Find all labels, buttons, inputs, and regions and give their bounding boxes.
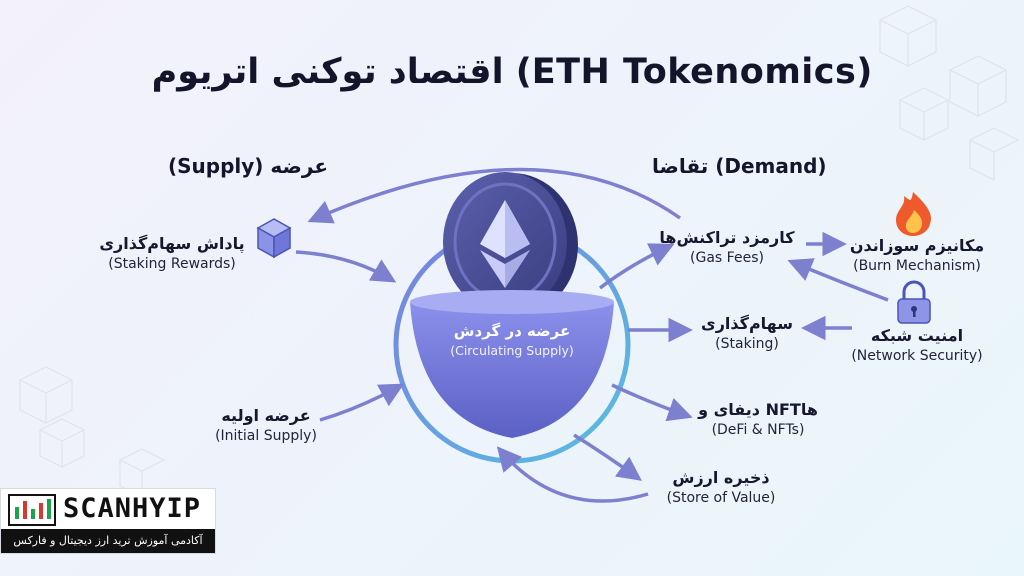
demand-heading: تقاضا (Demand) — [652, 154, 827, 178]
label-network-security: امنیت شبکه (Network Security) — [842, 326, 992, 364]
scanhyip-logo: SCANHYIP آکادمی آموزش ترید ارز دیجیتال و… — [0, 488, 216, 554]
label-store-of-value-fa: ذخیره ارزش — [672, 468, 770, 487]
label-defi-nfts: دیفای و NFTها (DeFi & NFTs) — [688, 400, 828, 438]
label-staking-fa: سهام‌گذاری — [701, 314, 793, 333]
flame-icon — [896, 192, 932, 236]
arrow-initial-supply-in — [319, 383, 405, 422]
label-staking-rewards: پاداش سهام‌گذاری (Staking Rewards) — [92, 234, 252, 272]
eth-coin-icon — [443, 172, 578, 317]
bowl-rim — [410, 290, 614, 314]
supply-heading: (Supply) عرضه — [168, 154, 328, 178]
label-staking: سهام‌گذاری (Staking) — [692, 314, 802, 352]
label-initial-supply-en: (Initial Supply) — [215, 428, 317, 444]
label-staking-en: (Staking) — [715, 336, 779, 352]
center-label-fa: عرضه در گردش — [453, 322, 571, 340]
label-defi-nfts-en: (DeFi & NFTs) — [711, 422, 805, 438]
center-label-en: (Circulating Supply) — [450, 343, 574, 358]
arrow-store-loop-back — [496, 446, 649, 503]
label-staking-rewards-fa: پاداش سهام‌گذاری — [99, 234, 245, 253]
label-network-security-fa: امنیت شبکه — [870, 326, 964, 345]
label-store-of-value-en: (Store of Value) — [666, 490, 776, 506]
arrow-gas-to-staking-rewards — [307, 167, 682, 224]
lock-icon — [897, 280, 931, 324]
label-staking-rewards-en: (Staking Rewards) — [108, 256, 236, 272]
logo-name: SCANHYIP — [63, 493, 202, 524]
label-defi-nfts-fa: دیفای و NFTها — [698, 400, 818, 419]
label-network-security-en: (Network Security) — [851, 348, 983, 364]
logo-tagline: آکادمی آموزش ترید ارز دیجیتال و فارکس — [1, 529, 215, 553]
arrow-to-defi — [611, 383, 693, 422]
logo-chart-icon — [8, 494, 56, 526]
arrow-to-store-of-value — [573, 433, 642, 481]
label-burn-mechanism-fa: مکانیزم سوزاندن — [849, 236, 985, 255]
label-burn-mechanism-en: (Burn Mechanism) — [853, 258, 981, 274]
label-initial-supply: عرضه اولیه (Initial Supply) — [196, 406, 336, 444]
label-gas-fees-en: (Gas Fees) — [690, 250, 764, 266]
arrow-security-to-gas — [787, 258, 889, 302]
arrow-staking-rewards-in — [295, 250, 397, 283]
label-burn-mechanism: مکانیزم سوزاندن (Burn Mechanism) — [842, 236, 992, 274]
label-store-of-value: ذخیره ارزش (Store of Value) — [646, 468, 796, 506]
label-gas-fees-fa: کارمزد تراکنش‌ها — [659, 228, 795, 247]
arrow-to-gas — [598, 243, 675, 290]
label-gas-fees: کارمزد تراکنش‌ها (Gas Fees) — [652, 228, 802, 266]
label-initial-supply-fa: عرضه اولیه — [221, 406, 311, 425]
page-title: اقتصاد توکنی اتریوم (ETH Tokenomics) — [151, 52, 873, 92]
cube-icon — [256, 218, 292, 259]
center-label: عرضه در گردش (Circulating Supply) — [412, 322, 612, 358]
bowl-shape — [410, 295, 614, 438]
